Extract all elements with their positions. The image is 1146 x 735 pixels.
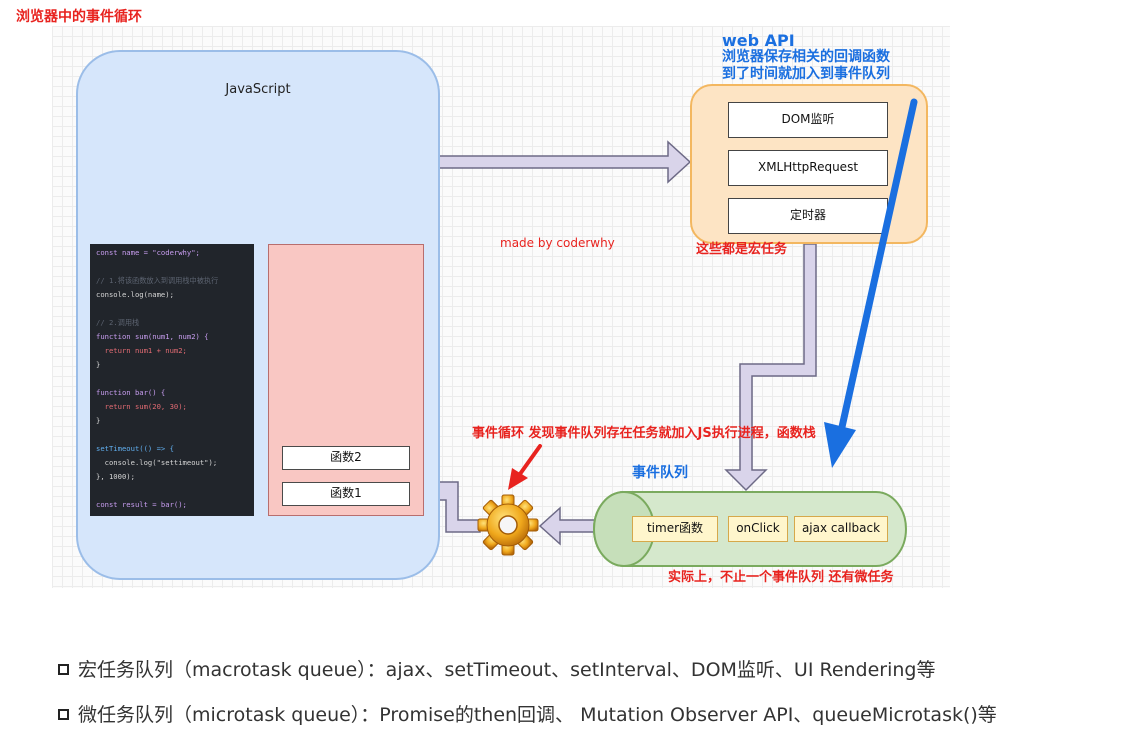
queue-note: 实际上，不止一个事件队列 还有微任务 (668, 570, 894, 585)
macrotask-note: 这些都是宏任务 (696, 242, 788, 257)
queue-item-timer: timer函数 (632, 516, 718, 542)
code-line (96, 484, 248, 498)
code-line (96, 428, 248, 442)
web-api-item-xhr: XMLHttpRequest (728, 150, 888, 186)
arrow-webapi-to-queue (724, 243, 817, 492)
queue-item-onclick: onClick (728, 516, 788, 542)
code-line: } (96, 360, 101, 369)
blue-pointer-arrow (824, 98, 918, 468)
bullet-square-icon (58, 664, 69, 675)
code-line: return num1 + num2; (96, 346, 187, 355)
web-api-title: web API 浏览器保存相关的回调函数 到了时间就加入到事件队列 (722, 32, 890, 83)
code-line: console.log("settimeout"); (96, 458, 218, 467)
arrow-queue-to-gear (538, 506, 597, 546)
red-pointer-arrow (508, 444, 542, 490)
javascript-label: JavaScript (225, 82, 291, 97)
event-queue-label: 事件队列 (632, 465, 688, 481)
web-api-desc-line2: 到了时间就加入到事件队列 (722, 66, 890, 82)
code-line: } (96, 416, 101, 425)
code-line: setTimeout(() => { (96, 444, 174, 453)
code-line: const name = "coderwhy"; (96, 248, 200, 257)
page-title: 浏览器中的事件循环 (16, 9, 142, 25)
code-line: function bar() { (96, 388, 166, 397)
call-stack (268, 244, 424, 516)
event-loop-note: 事件循环 发现事件队列存在任务就加入JS执行进程，函数栈 (472, 426, 816, 441)
gear-icon (477, 494, 539, 556)
bullet-microtask-text: 微任务队列（microtask queue）：Promise的then回调、 M… (78, 704, 997, 726)
code-line: console.log(name); (96, 290, 174, 299)
bullet-macrotask: 宏任务队列（macrotask queue）：ajax、setTimeout、s… (58, 655, 936, 682)
code-line: }, 1000); (96, 472, 135, 481)
code-line (96, 372, 248, 386)
call-stack-item-function2: 函数2 (282, 446, 410, 470)
queue-item-ajax: ajax callback (794, 516, 888, 542)
made-by-label: made by coderwhy (500, 236, 615, 250)
web-api-desc-line1: 浏览器保存相关的回调函数 (722, 49, 890, 65)
code-line (96, 302, 248, 316)
web-api-item-dom: DOM监听 (728, 102, 888, 138)
web-api-heading: web API (722, 31, 795, 50)
bullet-square-icon (58, 709, 69, 720)
bullet-macrotask-text: 宏任务队列（macrotask queue）：ajax、setTimeout、s… (78, 659, 936, 681)
code-line: function sum(num1, num2) { (96, 332, 209, 341)
bullet-microtask: 微任务队列（microtask queue）：Promise的then回调、 M… (58, 700, 997, 727)
call-stack-item-function1: 函数1 (282, 482, 410, 506)
code-line: return sum(20, 30); (96, 402, 187, 411)
code-line (96, 260, 248, 274)
code-line: // 1.将该函数放入到调用栈中被执行 (96, 276, 219, 285)
code-line: // 2.调用栈 (96, 318, 140, 327)
code-line: const result = bar(); (96, 500, 187, 509)
code-editor: const name = "coderwhy"; // 1.将该函数放入到调用栈中… (90, 244, 254, 516)
